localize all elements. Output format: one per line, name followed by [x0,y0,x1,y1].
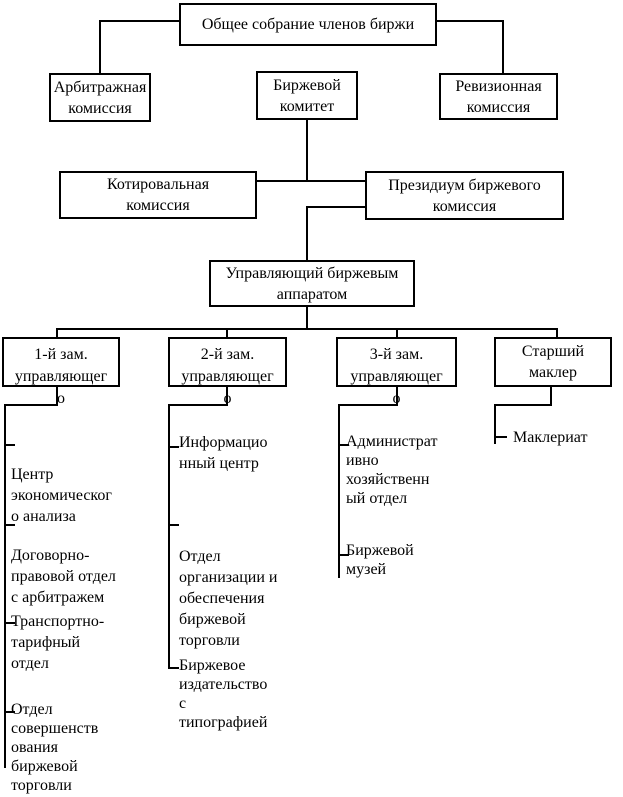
tick-line [338,444,349,446]
list-item-brokerage: Маклериат [513,429,588,446]
tick-line [168,667,179,669]
connector-line [306,305,308,330]
connector-line [56,385,58,406]
list-item-transport-tariff-department: Транспортно- тарифный отдел [11,613,105,672]
connector-line [168,404,170,669]
tick-line [4,444,15,446]
list-item-contract-legal-department: Договорно- правовой отдел с арбитражем [11,547,116,606]
tick-line [168,446,179,448]
list-item-trade-improvement-department: Отдел совершенств ования биржевой торгов… [11,701,99,794]
connector-line [502,20,504,75]
connector-line [4,404,58,406]
tick-line [4,524,15,526]
list-item-administrative-department: Администрат ивно хозяйственн ый отдел [346,433,438,507]
list-item-information-center: Информацио нный центр [179,434,268,472]
node-general-meeting: Общее собрание членов биржи [179,3,437,46]
node-deputy-1: 1-й зам. управляющег о [2,337,120,407]
node-deputy-3: 3-й зам. управляющег о [336,337,457,407]
connector-line [494,404,496,444]
connector-line [550,385,552,406]
tick-line [494,436,507,438]
connector-line [99,20,101,75]
connector-line [396,385,398,406]
node-presidium: Президиум биржевого комиссия [365,171,564,220]
connector-line [306,118,308,182]
tick-line [4,711,15,713]
connector-line [396,328,398,339]
connector-line [100,20,181,22]
tick-line [4,622,15,624]
list-item-exchange-publishing: Биржевое издательство с типографией [179,657,268,731]
connector-line [56,328,558,330]
connector-line [306,206,308,262]
node-quotation-commission: Котировальная комиссия [59,171,257,219]
node-senior-broker: Старший маклер [494,337,612,387]
node-exchange-committee: Биржевой комитет [256,71,358,120]
connector-line [338,404,340,578]
list-item-exchange-museum: Биржевой музей [346,542,414,578]
connector-line [338,404,398,406]
tick-line [168,524,179,526]
connector-line [4,404,6,768]
node-revision-commission: Ревизионная комиссия [439,73,558,120]
tick-line [338,554,349,556]
list-item-trade-organization-department: Отдел организации и обеспечения биржевой… [179,548,278,649]
node-manager: Управляющий биржевым аппаратом [209,260,415,307]
connector-line [226,328,228,339]
connector-line [56,328,58,339]
node-deputy-2: 2-й зам. управляющег о [168,337,287,407]
connector-line [257,180,367,182]
connector-line [306,206,367,208]
connector-line [437,20,504,22]
list-item-economic-analysis-center: Центр экономическог о анализа [11,466,112,525]
connector-line [494,404,552,406]
connector-line [168,404,228,406]
node-arbitration-commission: Арбитражная комиссия [49,73,151,122]
connector-line [556,328,558,339]
connector-line [226,385,228,406]
